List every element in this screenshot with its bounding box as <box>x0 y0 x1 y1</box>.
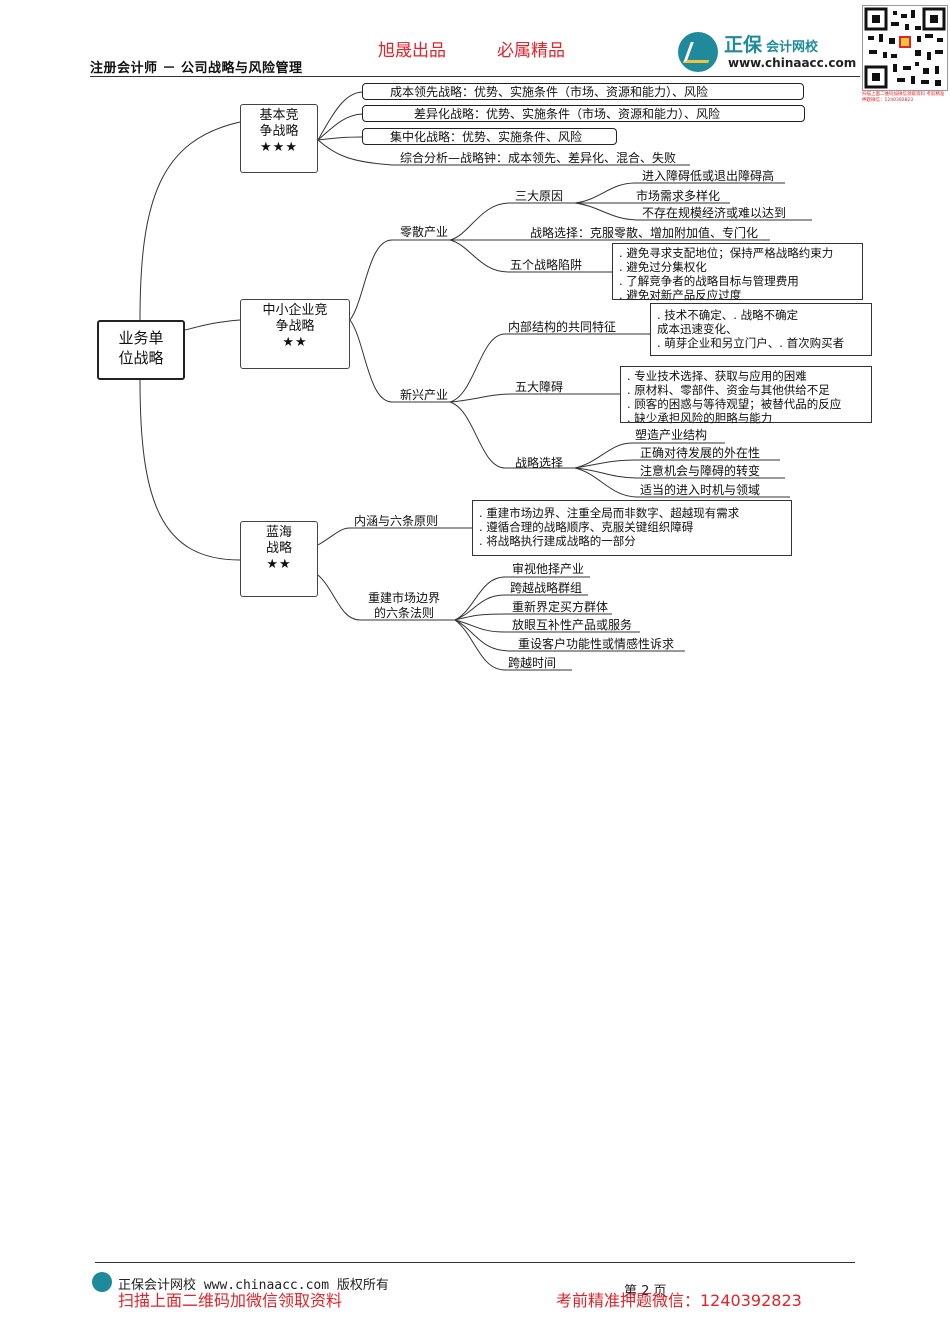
principle-3: . 将战略执行建成战略的一部分 <box>479 534 636 548</box>
connector-blue <box>139 379 241 561</box>
emerging-choice-2: 正确对待发展的外在性 <box>640 446 761 460</box>
branch-basic-title: 基本竞争战略 <box>259 108 299 139</box>
principles-label: 内涵与六条原则 <box>354 514 439 528</box>
basic-item-1: 成本领先战略：优势、实施条件（市场、资源和能力）、风险 <box>390 85 709 99</box>
logo-icon <box>678 32 718 72</box>
three-causes-label: 三大原因 <box>515 189 564 203</box>
branch-blue-ocean: 蓝海战略 ★★ <box>240 521 318 597</box>
footer-promo-left: 扫描上面二维码加微信领取资料 <box>118 1291 343 1310</box>
principle-1: . 重建市场边界、注重全局而非数字、超越现有需求 <box>479 506 740 520</box>
branch-basic: 基本竞争战略 ★★★ <box>240 104 318 173</box>
emerging-choice-3: 注意机会与障碍的转变 <box>640 464 761 478</box>
branch-blue-stars: ★★ <box>266 557 292 572</box>
slogan-left: 旭晟出品 <box>378 41 446 61</box>
root-label: 业务单位战略 <box>118 329 164 367</box>
rule-4: 放眼互补性产品或服务 <box>512 618 633 632</box>
logo-name: 正保 <box>724 34 763 56</box>
common-feature-1: . 技术不确定、. 战略不确定 <box>657 308 799 322</box>
logo-sub: 会计网校 <box>766 40 819 55</box>
footer-copyright: 正保会计网校 www.chinaacc.com 版权所有 <box>118 1278 389 1293</box>
header-divider <box>90 76 860 77</box>
barrier-4: . 缺少承担风险的胆略与能力 <box>627 411 773 425</box>
cause-3: 不存在规模经济或难以达到 <box>642 206 787 220</box>
cause-1: 进入障碍低或退出障碍高 <box>642 169 775 183</box>
qr-note: 扫描上面二维码加微信领取资料 考前精准押题微信：1240392823 <box>862 92 945 103</box>
barrier-2: . 原材料、零部件、资金与其他供给不足 <box>627 383 830 397</box>
principles-box: . 重建市场边界、注重全局而非数字、超越现有需求 . 遵循合理的战略顺序、克服关… <box>472 500 792 556</box>
page-number: 第 2 页 <box>624 1284 667 1299</box>
trap-2: . 避免过分集权化 <box>619 260 707 274</box>
barrier-1: . 专业技术选择、获取与应用的困难 <box>627 369 807 383</box>
footer-divider <box>95 1262 855 1263</box>
rule-3: 重新界定买方群体 <box>512 600 609 614</box>
footer-promo-right: 考前精准押题微信：1240392823 <box>556 1291 802 1310</box>
traps-box: . 避免寻求支配地位；保持严格战略约束力 . 避免过分集权化 . 了解竞争者的战… <box>612 243 863 302</box>
emerging-label: 新兴产业 <box>400 388 449 402</box>
barriers-box: . 专业技术选择、获取与应用的困难 . 原材料、零部件、资金与其他供给不足 . … <box>620 366 872 425</box>
branch-basic-stars: ★★★ <box>260 140 298 155</box>
fragmented-strategy-choice: 战略选择：克服零散、增加附加值、专门化 <box>530 226 759 240</box>
connector-basic <box>139 121 241 321</box>
emerging-choice-4: 适当的进入时机与领域 <box>640 483 761 497</box>
basic-item-3: 集中化战略：优势、实施条件、风险 <box>390 130 583 144</box>
slogan-right: 必属精品 <box>497 41 565 61</box>
common-features-label: 内部结构的共同特征 <box>508 320 617 334</box>
branch-sme: 中小企业竞争战略 ★★ <box>240 299 350 369</box>
basic-item-4: 综合分析—战略钟：成本领先、差异化、混合、失败 <box>400 151 677 165</box>
course-title: 注册会计师 － 公司战略与风险管理 <box>90 61 303 76</box>
six-rules-label: 重建市场边界的六条法则 <box>367 591 440 620</box>
emerging-choice-1: 塑造产业结构 <box>635 428 708 442</box>
branch-blue-title: 蓝海战略 <box>265 525 292 556</box>
emerging-choice-label: 战略选择 <box>515 456 564 470</box>
basic-item-frame-2 <box>362 105 805 122</box>
barriers-label: 五大障碍 <box>515 380 564 394</box>
rule-1: 审视他择产业 <box>512 562 585 576</box>
rule-2: 跨越战略群组 <box>510 581 583 595</box>
rule-6: 跨越时间 <box>508 656 557 670</box>
traps-label: 五个战略陷阱 <box>510 258 583 272</box>
trap-4: . 避免对新产品反应过度 <box>619 288 742 302</box>
trap-3: . 了解竞争者的战略目标与管理费用 <box>619 274 799 288</box>
fragmented-label: 零散产业 <box>400 225 449 239</box>
branch-sme-stars: ★★ <box>282 335 308 350</box>
basic-item-2: 差异化战略：优势、实施条件（市场、资源和能力）、风险 <box>414 107 721 121</box>
logo-url: www.chinaacc.com <box>728 56 857 70</box>
common-feature-2: 成本迅速变化、 <box>657 322 738 336</box>
connector-sme <box>184 319 241 331</box>
qr-code-icon <box>862 5 948 91</box>
rule-5: 重设客户功能性或情感性诉求 <box>518 637 675 651</box>
common-feature-3: . 萌芽企业和另立门户、. 首次购买者 <box>657 336 845 350</box>
branch-sme-title: 中小企业竞争战略 <box>262 303 328 334</box>
principle-2: . 遵循合理的战略顺序、克服关键组织障碍 <box>479 520 694 534</box>
barrier-3: . 顾客的困惑与等待观望；被替代品的反应 <box>627 397 842 411</box>
footer-logo-icon <box>92 1272 112 1292</box>
trap-1: . 避免寻求支配地位；保持严格战略约束力 <box>619 246 834 260</box>
basic-item-frame-3 <box>362 128 617 145</box>
brand-logo: 正保会计网校 www.chinaacc.com <box>678 30 858 74</box>
basic-item-frame-1 <box>362 83 804 100</box>
root-node: 业务单位战略 <box>97 320 185 380</box>
cause-2: 市场需求多样化 <box>636 189 721 203</box>
common-features-box: . 技术不确定、. 战略不确定 成本迅速变化、 . 萌芽企业和另立门户、. 首次… <box>650 303 872 356</box>
